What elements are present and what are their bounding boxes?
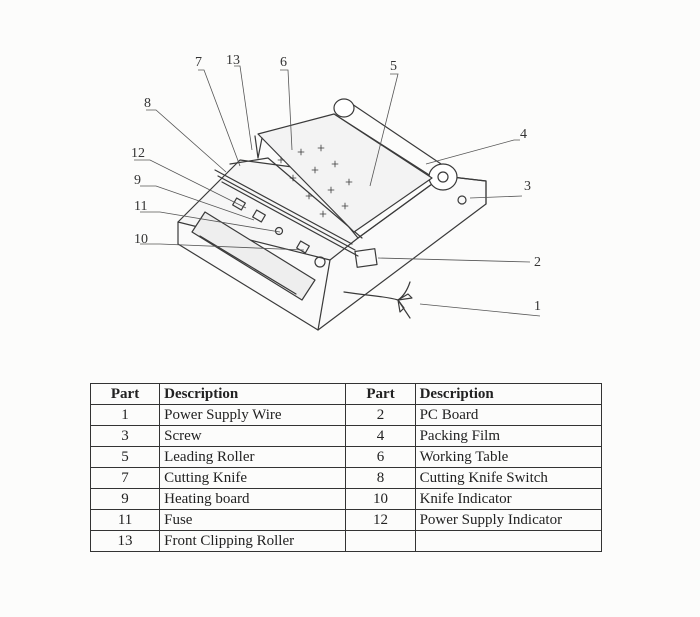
working-table-pattern bbox=[277, 144, 353, 218]
callout-4: 4 bbox=[520, 127, 527, 142]
table-row: 13 Front Clipping Roller bbox=[89, 530, 603, 552]
part-number: 12 bbox=[345, 509, 416, 531]
table-row: 3 Screw 4 Packing Film bbox=[89, 425, 603, 447]
part-number: 13 bbox=[89, 530, 161, 552]
cutting-knife-switch bbox=[252, 209, 266, 223]
table-row: 7 Cutting Knife 8 Cutting Knife Switch bbox=[89, 467, 603, 489]
part-description: Front Clipping Roller bbox=[159, 530, 347, 552]
part-description: Packing Film bbox=[414, 425, 603, 447]
callout-6: 6 bbox=[280, 55, 287, 70]
part-description: Cutting Knife bbox=[159, 467, 347, 489]
cutting-knife-rail bbox=[214, 169, 353, 245]
callout-13: 13 bbox=[226, 53, 240, 68]
part-number: 10 bbox=[345, 488, 416, 510]
header-description: Description bbox=[159, 383, 347, 405]
callout-7: 7 bbox=[195, 55, 202, 70]
part-number: 1 bbox=[89, 404, 161, 426]
part-description: Fuse bbox=[159, 509, 347, 531]
callout-10: 10 bbox=[134, 232, 148, 247]
callout-11: 11 bbox=[134, 199, 147, 214]
table-row: 1 Power Supply Wire 2 PC Board bbox=[89, 404, 603, 426]
table-header-row: Part Description Part Description bbox=[89, 383, 603, 405]
callout-5: 5 bbox=[390, 59, 397, 74]
knife-indicator-light bbox=[296, 240, 310, 254]
parts-table: Part Description Part Description 1 Powe… bbox=[89, 383, 603, 552]
part-description: Knife Indicator bbox=[414, 488, 603, 510]
header-description: Description bbox=[414, 383, 603, 405]
part-description: Heating board bbox=[159, 488, 347, 510]
callout-8: 8 bbox=[144, 96, 151, 111]
screw bbox=[457, 195, 467, 205]
part-number: 3 bbox=[89, 425, 161, 447]
part-number: 2 bbox=[345, 404, 416, 426]
part-description: Power Supply Wire bbox=[159, 404, 347, 426]
callout-3: 3 bbox=[524, 179, 531, 194]
part-description: Screw bbox=[159, 425, 347, 447]
part-description: Leading Roller bbox=[159, 446, 347, 468]
callout-2: 2 bbox=[534, 255, 541, 270]
pc-board-panel bbox=[354, 248, 378, 268]
callout-1: 1 bbox=[534, 299, 541, 314]
knob bbox=[314, 256, 326, 268]
part-description: Working Table bbox=[414, 446, 603, 468]
part-description: Cutting Knife Switch bbox=[414, 467, 603, 489]
table-row: 5 Leading Roller 6 Working Table bbox=[89, 446, 603, 468]
part-number bbox=[345, 530, 416, 552]
part-number: 8 bbox=[345, 467, 416, 489]
table-row: 9 Heating board 10 Knife Indicator bbox=[89, 488, 603, 510]
header-part: Part bbox=[345, 383, 416, 405]
machine-diagram: 7 13 6 5 8 4 12 3 9 11 10 2 1 bbox=[131, 53, 541, 331]
callout-12: 12 bbox=[131, 146, 145, 161]
part-number: 11 bbox=[89, 509, 161, 531]
part-number: 9 bbox=[89, 488, 161, 510]
packing-film bbox=[257, 113, 433, 233]
part-number: 5 bbox=[89, 446, 161, 468]
part-number: 7 bbox=[89, 467, 161, 489]
side-panel bbox=[357, 175, 487, 239]
part-number: 6 bbox=[345, 446, 416, 468]
header-part: Part bbox=[89, 383, 161, 405]
part-description bbox=[414, 530, 603, 552]
callout-9: 9 bbox=[134, 173, 141, 188]
part-description: Power Supply Indicator bbox=[414, 509, 603, 531]
table-row: 11 Fuse 12 Power Supply Indicator bbox=[89, 509, 603, 531]
part-description: PC Board bbox=[414, 404, 603, 426]
part-number: 4 bbox=[345, 425, 416, 447]
